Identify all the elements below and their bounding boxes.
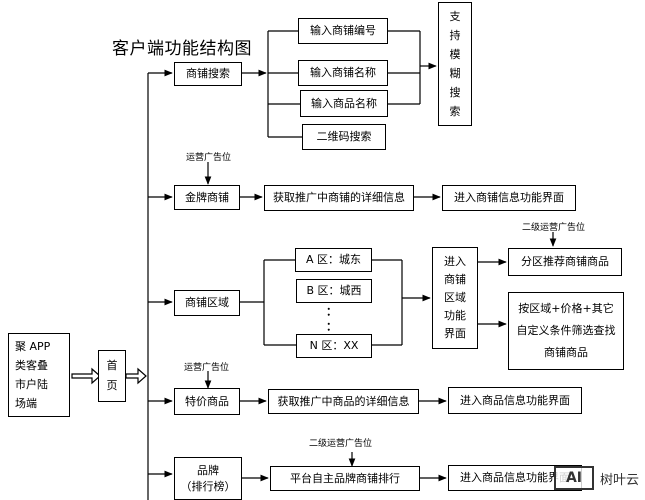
brand-line-1: 品牌 (197, 463, 219, 477)
zone-n-box: N 区：XX (296, 334, 372, 358)
secondary-ad-label-1: 二级运营广告位 (522, 223, 586, 233)
home-char-1: 首 (106, 359, 118, 372)
root-line-1: 聚 APP (15, 340, 51, 353)
zone-dots-2: ： (326, 320, 337, 333)
home-box: 首 页 (98, 350, 126, 402)
special-get-info-box: 获取推广中商品的详细信息 (268, 389, 419, 414)
search-by-name-box: 输入商铺名称 (298, 60, 388, 86)
fuzzy-char-5: 搜 (449, 86, 461, 99)
home-char-2: 页 (106, 379, 118, 392)
brand-box: 品牌 （排行榜） (174, 457, 242, 500)
area-recommend-box: 分区推荐商铺商品 (508, 248, 622, 276)
gold-shop-box: 金牌商铺 (174, 185, 240, 210)
area-filter-box: 按区域+价格+其它 自定义条件筛选查找 商铺商品 (508, 292, 624, 370)
brand-line-2: （排行榜） (180, 479, 236, 493)
watermark-logo-icon: AI (553, 466, 594, 490)
fuzzy-char-4: 糊 (449, 67, 461, 80)
shop-search-box: 商铺搜索 (174, 62, 242, 86)
zone-a-box: A 区：城东 (295, 248, 372, 272)
zone-b-box: B 区：城西 (296, 279, 372, 303)
ops-ad-label-2: 运营广告位 (184, 363, 230, 373)
fuzzy-char-2: 持 (449, 29, 461, 42)
zone-dots-1: ： (326, 305, 337, 318)
brand-ranking-box: 平台自主品牌商铺排行 (270, 466, 420, 491)
gold-enter-box: 进入商铺信息功能界面 (442, 185, 576, 211)
watermark: AI 树叶云 (553, 466, 639, 490)
special-goods-box: 特价商品 (174, 388, 240, 415)
root-line-3: 市户陆 (15, 378, 48, 391)
shop-area-box: 商铺区域 (174, 290, 240, 316)
enter-area-line-3: 区域 (444, 291, 466, 304)
enter-area-line-2: 商铺 (444, 273, 466, 286)
app-root-box: 聚 APP 类客叠 市户陆 场端 (8, 333, 70, 417)
root-line-4: 场端 (15, 397, 37, 410)
fuzzy-char-1: 支 (449, 10, 461, 23)
fuzzy-char-3: 模 (449, 48, 461, 61)
enter-area-line-5: 界面 (444, 327, 466, 340)
enter-area-box: 进入 商铺 区域 功能 界面 (432, 247, 478, 349)
search-by-goods-box: 输入商品名称 (300, 90, 388, 117)
area-filter-line-3: 商铺商品 (544, 346, 588, 359)
ops-ad-label-1: 运营广告位 (186, 153, 232, 163)
watermark-text: 树叶云 (599, 472, 639, 488)
fuzzy-char-6: 索 (449, 105, 461, 118)
secondary-ad-label-2: 二级运营广告位 (309, 439, 373, 449)
enter-area-line-1: 进入 (444, 255, 466, 268)
gold-get-info-box: 获取推广中商铺的详细信息 (264, 185, 414, 211)
search-by-number-box: 输入商铺编号 (298, 18, 388, 44)
root-line-2: 类客叠 (15, 359, 48, 372)
fuzzy-search-box: 支 持 模 糊 搜 索 (438, 2, 472, 126)
area-filter-line-1: 按区域+价格+其它 (518, 302, 614, 315)
qr-search-box: 二维码搜索 (302, 124, 386, 150)
enter-area-line-4: 功能 (444, 309, 466, 322)
area-filter-line-2: 自定义条件筛选查找 (516, 324, 616, 337)
diagram-title: 客户端功能结构图 (112, 39, 252, 59)
special-enter-box: 进入商品信息功能界面 (448, 387, 582, 414)
